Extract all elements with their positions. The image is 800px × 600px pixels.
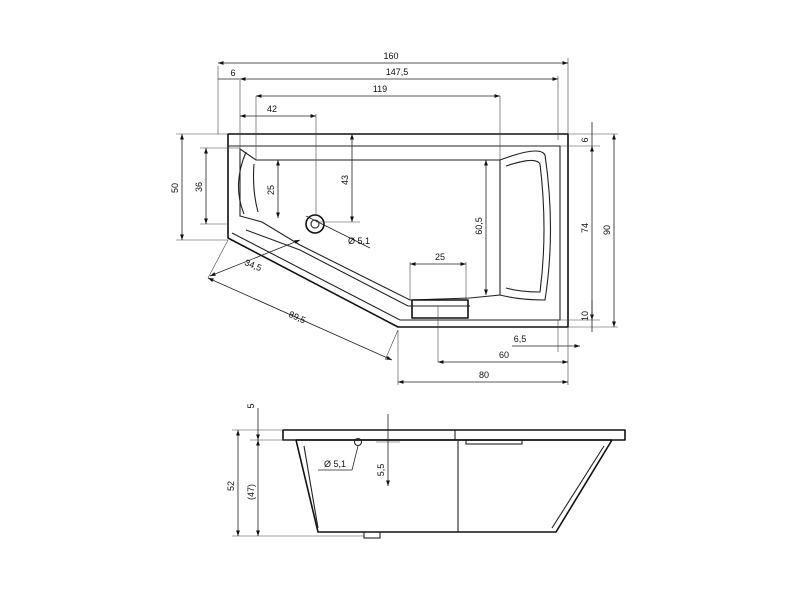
tub-rim-outline: [227, 133, 569, 328]
label-47: (47): [246, 484, 256, 500]
dim-line-34-5: [209, 239, 301, 277]
dim-line-diameter-leader: [305, 215, 371, 249]
label-10: 10: [580, 311, 590, 321]
tub-basin-outline: [239, 147, 501, 301]
label-34-5: 34,5: [243, 257, 263, 273]
side-overflow-hole: [353, 437, 363, 447]
drain-outer: [305, 214, 325, 234]
label-diameter-side: Ø 5,1: [324, 459, 346, 469]
label-60: 60: [499, 350, 509, 360]
top-extension-lines: [176, 58, 618, 385]
side-drain-foot: [363, 531, 381, 539]
side-body: [295, 439, 613, 533]
basin-left-curve: [237, 151, 247, 215]
label-80: 80: [479, 370, 489, 380]
label-36: 36: [194, 182, 204, 192]
label-25-horizontal: 25: [435, 252, 445, 262]
label-diameter: Ø 5,1: [348, 236, 370, 246]
label-6-5: 6,5: [514, 334, 527, 344]
label-147-5: 147,5: [386, 67, 409, 77]
label-5: 5: [246, 403, 256, 408]
overflow-plate: [411, 299, 469, 319]
basin-left-inner-curve: [252, 163, 259, 213]
top-view: 160 6 147,5 119 42 43 25 50 36 Ø 5,1 60,…: [170, 51, 618, 385]
label-52: 52: [226, 481, 236, 491]
label-90: 90: [602, 225, 612, 235]
label-50: 50: [170, 183, 180, 193]
label-160: 160: [383, 51, 398, 61]
label-6-right: 6: [580, 137, 590, 142]
label-25-vertical: 25: [266, 185, 276, 195]
label-43: 43: [340, 175, 350, 185]
label-60-5: 60,5: [474, 217, 484, 235]
label-42: 42: [267, 104, 277, 114]
label-5-5: 5,5: [376, 464, 386, 477]
label-89-5: 89,5: [287, 309, 307, 325]
backrest-inner: [505, 159, 545, 293]
label-119: 119: [373, 84, 387, 94]
dim-line-89-5: [207, 277, 393, 361]
label-74: 74: [580, 223, 590, 233]
drain-inner: [310, 219, 320, 229]
label-6-left: 6: [230, 68, 235, 78]
side-view: 5 52 (47) Ø 5,1 5,5: [226, 403, 626, 539]
backrest-outline: [499, 150, 552, 301]
side-rim: [282, 429, 626, 441]
